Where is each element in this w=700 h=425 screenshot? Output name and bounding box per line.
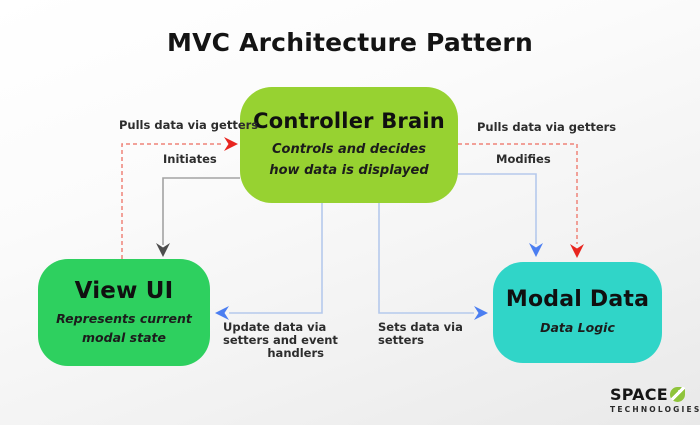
node-modal-data: Modal Data Data Logic <box>493 262 662 363</box>
label-sets-data: Sets data via setters <box>378 321 463 347</box>
label-modifies: Modifies <box>496 152 551 166</box>
model-subtitle: Data Logic <box>540 320 615 336</box>
edge-model-pulls-arrowhead-icon <box>570 244 584 258</box>
leaf-o-icon <box>669 387 685 402</box>
edge-model-pulls-line <box>458 143 578 244</box>
node-controller-brain: Controller Brain Controls and decides ho… <box>240 87 458 203</box>
label-update-line3: handlers <box>267 346 324 360</box>
edge-sets-arrowhead-icon <box>474 306 488 320</box>
label-sets-line2: setters <box>378 333 424 347</box>
view-title: View UI <box>74 277 174 304</box>
label-view-pulls-data: Pulls data via getters <box>119 118 259 132</box>
edge-update-line <box>229 203 323 314</box>
label-model-pulls-data: Pulls data via getters <box>477 120 617 134</box>
edge-modifies-arrowhead-icon <box>529 243 543 257</box>
edge-update-arrowhead-icon <box>215 306 229 320</box>
edge-sets-line <box>378 203 474 314</box>
logo-brand-text: SPACE <box>610 385 668 404</box>
logo-row: SPACE <box>610 385 700 404</box>
node-view-ui: View UI Represents current modal state <box>38 259 210 366</box>
label-update-line1: Update data via <box>223 320 327 334</box>
edge-initiates-line <box>162 177 240 245</box>
edge-view-pulls-line <box>121 143 224 259</box>
label-update-line2: setters and event <box>223 333 338 347</box>
edge-modifies-line <box>458 173 537 244</box>
edge-view-pulls-arrowhead-icon <box>224 137 238 151</box>
model-title: Modal Data <box>505 287 650 313</box>
label-update-data: Update data via setters and event handle… <box>223 320 338 360</box>
label-sets-line1: Sets data via <box>378 320 463 334</box>
edge-initiates-arrowhead-icon <box>156 243 170 257</box>
controller-title: Controller Brain <box>253 109 445 134</box>
logo-sub-text: TECHNOLOGIES <box>610 405 700 414</box>
spaceo-logo: SPACE TECHNOLOGIES <box>610 385 700 414</box>
label-initiates: Initiates <box>163 152 217 166</box>
page-title: MVC Architecture Pattern <box>167 28 533 57</box>
view-subtitle: Represents current modal state <box>56 310 192 345</box>
controller-subtitle: Controls and decides how data is display… <box>269 142 429 178</box>
